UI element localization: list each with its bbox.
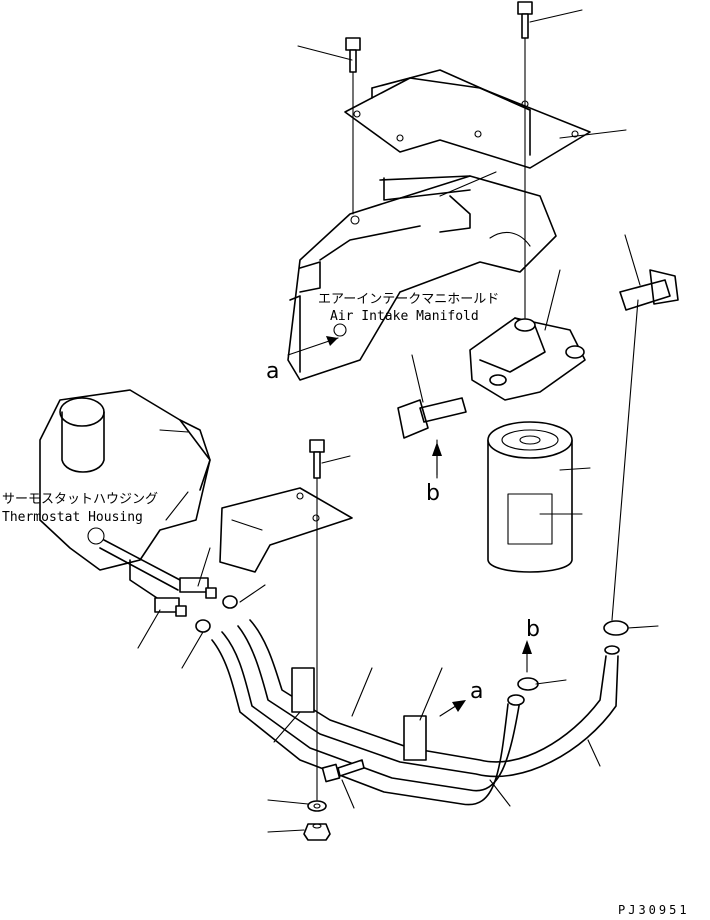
connector-fitting-2 xyxy=(154,597,187,617)
arrow-b-lower xyxy=(522,640,532,673)
bolt-top-left xyxy=(345,37,361,73)
thermostat-label-jp: サーモスタットハウジング xyxy=(2,492,158,507)
arrow-b-upper xyxy=(432,442,442,479)
marker-b-lower: b xyxy=(526,617,540,642)
thermostat-label-en: Thermostat Housing xyxy=(2,510,143,525)
alignment-lines xyxy=(316,37,639,801)
air-intake-label-en: Air Intake Manifold xyxy=(330,309,479,324)
hose-pipe-assembly xyxy=(211,619,620,806)
air-intake-label-jp: エアーインテークマニホールド xyxy=(318,292,499,307)
washer xyxy=(307,800,327,812)
bolt-top-right xyxy=(517,1,533,39)
nut xyxy=(303,823,331,841)
marker-a-lower: a xyxy=(470,679,483,704)
air-intake-manifold xyxy=(287,175,557,381)
arrow-a-upper xyxy=(287,336,339,356)
fuel-filter-cartridge xyxy=(487,421,573,573)
filter-head xyxy=(469,317,586,401)
elbow-fitting-left xyxy=(397,397,467,439)
elbow-fitting-right xyxy=(619,269,679,311)
connector-fitting-1 xyxy=(179,577,217,599)
support-bracket xyxy=(219,487,353,573)
thermostat-housing xyxy=(39,389,211,601)
mounting-plate xyxy=(344,69,591,169)
bolt-lower xyxy=(321,759,365,783)
hose-clamp-right xyxy=(603,620,629,636)
hose-clamp-middle xyxy=(517,677,539,691)
bolt-middle xyxy=(309,439,325,479)
marker-b-upper: b xyxy=(426,481,440,506)
arrow-a-lower xyxy=(439,700,466,717)
leader-lines xyxy=(137,9,659,833)
part-code: PJ30951 xyxy=(618,903,690,917)
marker-a-upper: a xyxy=(266,359,279,384)
hose-clamps-small xyxy=(195,595,238,633)
